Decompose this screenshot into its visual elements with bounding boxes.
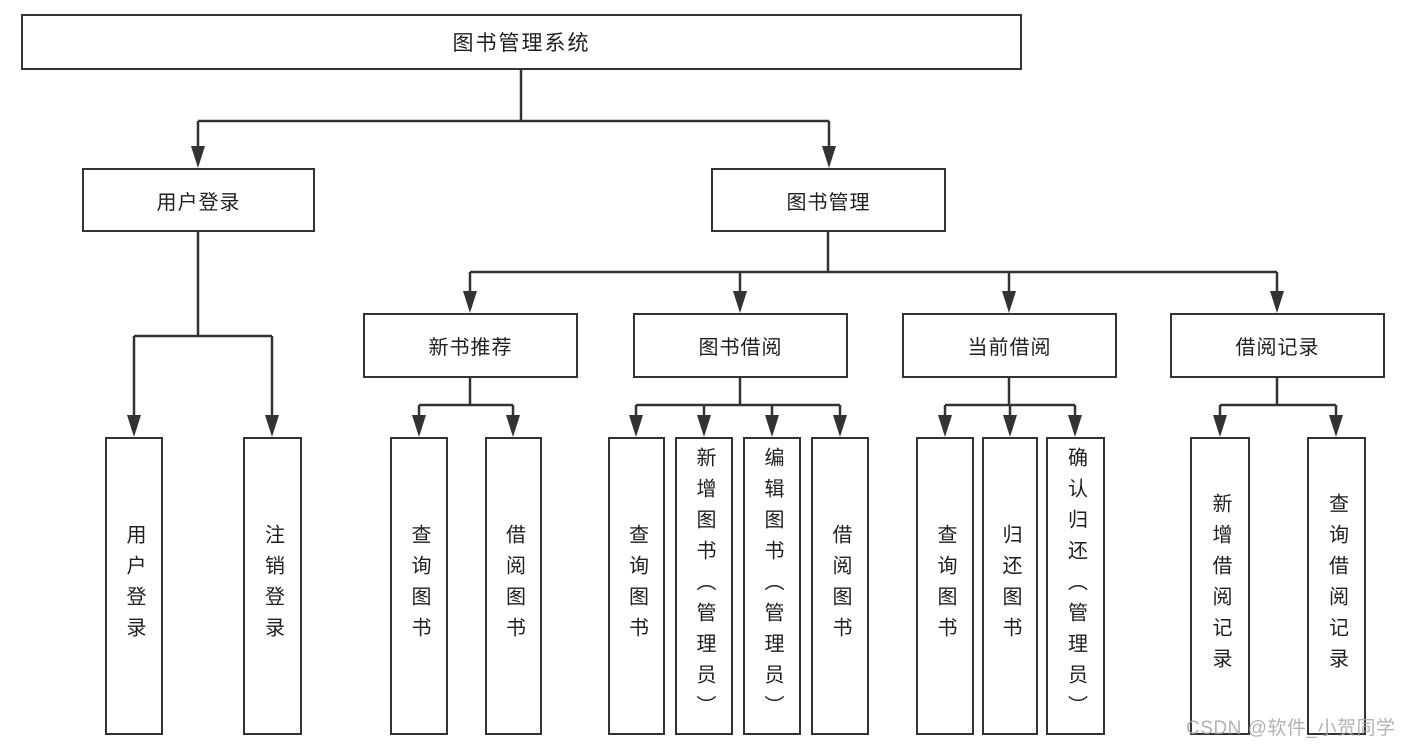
csdn-watermark: CSDN @软件_小贺同学 [1186,718,1396,739]
leaf-query-borrow-record: 查询借阅记录 [1307,437,1366,735]
leaf-label: 新增图书（管理员） [693,446,715,726]
node-new-book-recommend: 新书推荐 [363,313,578,378]
connector-paths [132,70,1338,419]
node-label: 新书推荐 [428,337,513,359]
leaf-edit-book-admin: 编辑图书（管理员） [743,437,801,735]
leaf-borrow-book-recommend: 借阅图书 [485,437,542,735]
leaf-label: 新增借阅记录 [1209,493,1231,679]
node-label: 用户登录 [156,191,241,214]
leaf-query-book-borrow: 查询图书 [608,437,665,735]
node-book-borrow: 图书借阅 [633,313,848,378]
leaf-label: 查询图书 [408,524,430,648]
leaf-label: 用户登录 [123,524,145,648]
leaf-label: 借阅图书 [502,524,525,648]
arrowhead-icons [127,146,1343,437]
leaf-borrow-book: 借阅图书 [811,437,869,735]
node-current-borrow: 当前借阅 [902,313,1117,378]
leaf-label: 归还图书 [999,524,1021,648]
leaf-add-book-admin: 新增图书（管理员） [675,437,733,735]
leaf-logout: 注销登录 [243,437,302,735]
node-label: 图书借阅 [698,337,783,359]
node-label: 借阅记录 [1235,337,1320,359]
node-user-login: 用户登录 [82,168,315,232]
leaf-label: 查询图书 [625,524,648,648]
leaf-query-book-recommend: 查询图书 [390,437,448,735]
node-label: 图书管理系统 [452,32,591,55]
leaf-add-borrow-record: 新增借阅记录 [1190,437,1250,735]
leaf-label: 确认归还（管理员） [1064,446,1087,726]
node-root-library-system: 图书管理系统 [21,14,1022,70]
leaf-user-login: 用户登录 [105,437,163,735]
leaf-confirm-return-admin: 确认归还（管理员） [1046,437,1105,735]
node-label: 当前借阅 [967,337,1052,359]
leaf-query-book-current: 查询图书 [916,437,974,735]
node-label: 图书管理 [786,191,871,214]
leaf-label: 注销登录 [261,524,284,648]
leaf-label: 查询借阅记录 [1325,493,1348,679]
node-book-management: 图书管理 [711,168,946,232]
node-borrow-record: 借阅记录 [1170,313,1385,378]
leaf-return-book: 归还图书 [982,437,1038,735]
leaf-label: 编辑图书（管理员） [761,446,783,726]
leaf-label: 查询图书 [934,524,956,648]
leaf-label: 借阅图书 [829,524,851,648]
